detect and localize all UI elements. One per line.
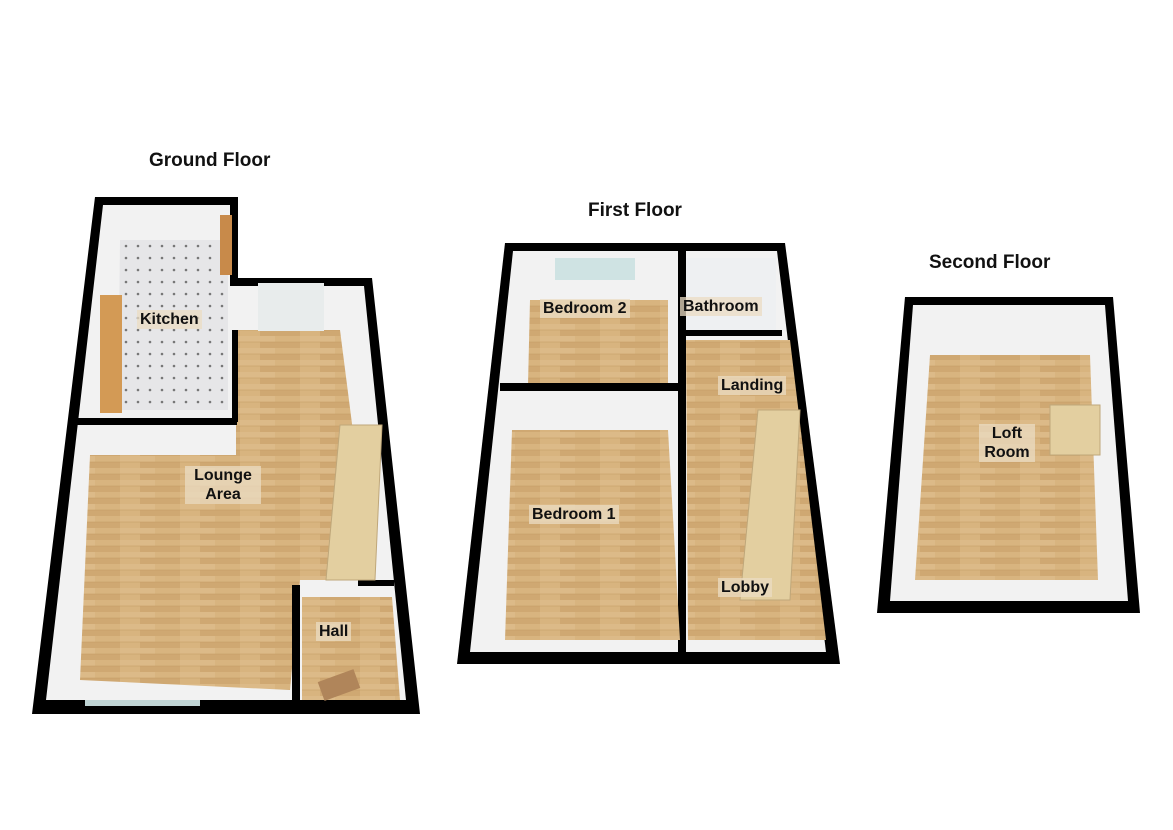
loft-floor — [915, 355, 1098, 580]
kitchen-units — [258, 283, 324, 331]
ground-floor-title: Ground Floor — [149, 150, 271, 171]
ground-floor-plan — [32, 197, 420, 714]
loft-stairs — [1049, 404, 1101, 456]
room-label-bedroom-1: Bedroom 1 — [529, 505, 619, 524]
kitchen-counter — [100, 295, 122, 413]
room-label-lounge-area: Lounge Area — [185, 466, 261, 504]
room-label-lobby: Lobby — [718, 578, 772, 597]
room-label-kitchen: Kitchen — [137, 310, 202, 329]
window — [555, 258, 635, 280]
room-label-landing: Landing — [718, 376, 787, 395]
room-label-bedroom-2: Bedroom 2 — [540, 299, 630, 318]
bathroom-floor — [686, 258, 776, 330]
room-label-hall: Hall — [316, 622, 352, 641]
first-floor-plan — [457, 243, 840, 664]
window — [85, 700, 200, 706]
staircase — [739, 409, 801, 601]
room-label-bathroom: Bathroom — [680, 297, 762, 316]
lounge-floor — [80, 330, 372, 690]
kitchen-door — [220, 215, 232, 275]
staircase — [325, 424, 383, 581]
second-floor-title: Second Floor — [929, 252, 1051, 273]
first-floor-title: First Floor — [588, 200, 682, 221]
doormat — [317, 669, 361, 701]
room-label-loft-room: Loft Room — [979, 424, 1035, 462]
